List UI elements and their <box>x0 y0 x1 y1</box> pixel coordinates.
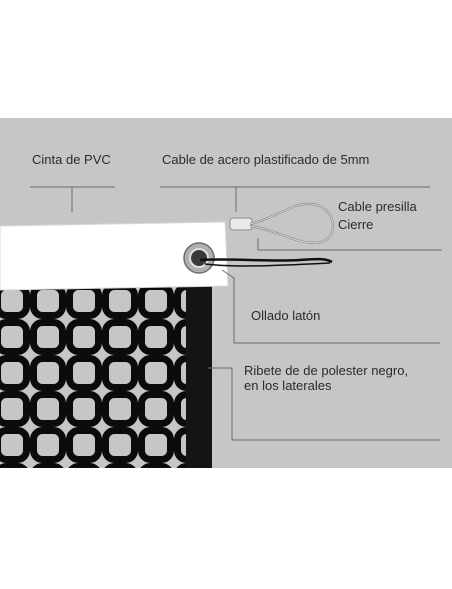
closure-cord <box>199 257 333 264</box>
net-cell <box>66 319 102 355</box>
net-cell <box>102 355 138 391</box>
net-cell <box>102 427 138 463</box>
net-cell <box>66 427 102 463</box>
label-cinta-pvc: Cinta de PVC <box>32 152 111 167</box>
leader-cable-presilla <box>257 238 442 251</box>
label-ribete-line1: Ribete de de polester negro, <box>244 363 409 378</box>
net-cell <box>102 391 138 427</box>
net-cell <box>140 463 172 468</box>
leader-lines <box>30 186 442 441</box>
net-cell <box>0 427 30 463</box>
leader-ollado <box>221 269 440 344</box>
label-cable-presilla: Cable presilla <box>338 199 417 214</box>
net-cell <box>66 391 102 427</box>
net-cell <box>68 463 100 468</box>
label-ollado: Ollado latón <box>251 308 321 323</box>
net-cell <box>30 355 66 391</box>
net-cell <box>0 391 30 427</box>
net-cell <box>30 391 66 427</box>
net-cell <box>30 319 66 355</box>
net-cell <box>138 427 174 463</box>
net-cell <box>138 355 174 391</box>
steel-cable-loop <box>229 202 335 244</box>
net-cell <box>0 463 28 468</box>
net-cell <box>66 355 102 391</box>
net-cell <box>138 391 174 427</box>
net-cell <box>32 463 64 468</box>
label-ribete-line2: en los laterales <box>244 378 332 393</box>
net-cell <box>0 319 30 355</box>
net-mesh <box>0 278 200 468</box>
net-cell <box>30 427 66 463</box>
label-cable-acero: Cable de acero plastificado de 5mm <box>162 152 370 167</box>
pvc-tape <box>0 221 229 291</box>
label-cierre: Cierre <box>338 217 374 232</box>
closure-cord-2 <box>204 262 331 267</box>
leader-ribete <box>208 367 440 441</box>
net-cell <box>104 463 136 468</box>
grommet <box>183 242 215 274</box>
net-cell <box>138 319 174 355</box>
edge-binding <box>186 282 212 468</box>
net-cell <box>102 319 138 355</box>
net-cell <box>0 355 30 391</box>
net-cell <box>176 463 200 468</box>
